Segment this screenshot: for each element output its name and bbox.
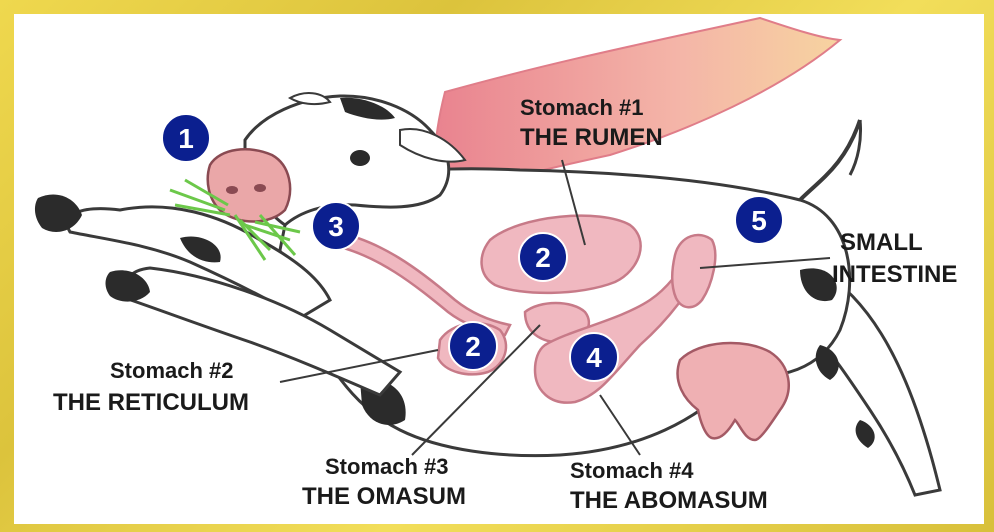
label-abomasum-title: Stomach #4 xyxy=(570,458,694,483)
label-intestine-line1: SMALL xyxy=(840,229,923,256)
badge-1: 1 xyxy=(162,114,210,162)
label-intestine-line2: INTESTINE xyxy=(832,261,957,288)
svg-text:2: 2 xyxy=(465,331,481,362)
badge-4: 4 xyxy=(570,333,618,381)
label-abomasum-name: THE ABOMASUM xyxy=(570,487,768,514)
badge-5: 5 xyxy=(735,196,783,244)
svg-text:2: 2 xyxy=(535,242,551,273)
badge-3: 3 xyxy=(312,202,360,250)
badge-2-reticulum: 2 xyxy=(449,322,497,370)
svg-text:3: 3 xyxy=(328,211,344,242)
svg-text:1: 1 xyxy=(178,123,194,154)
label-omasum-title: Stomach #3 xyxy=(325,454,449,479)
label-reticulum-title: Stomach #2 xyxy=(110,358,234,383)
label-omasum-name: THE OMASUM xyxy=(302,483,466,510)
label-rumen-title: Stomach #1 xyxy=(520,95,644,120)
label-reticulum-name: THE RETICULUM xyxy=(53,389,249,416)
badge-2-rumen: 2 xyxy=(519,233,567,281)
svg-text:4: 4 xyxy=(586,342,602,373)
svg-text:5: 5 xyxy=(751,205,767,236)
label-rumen-name: THE RUMEN xyxy=(520,124,663,151)
